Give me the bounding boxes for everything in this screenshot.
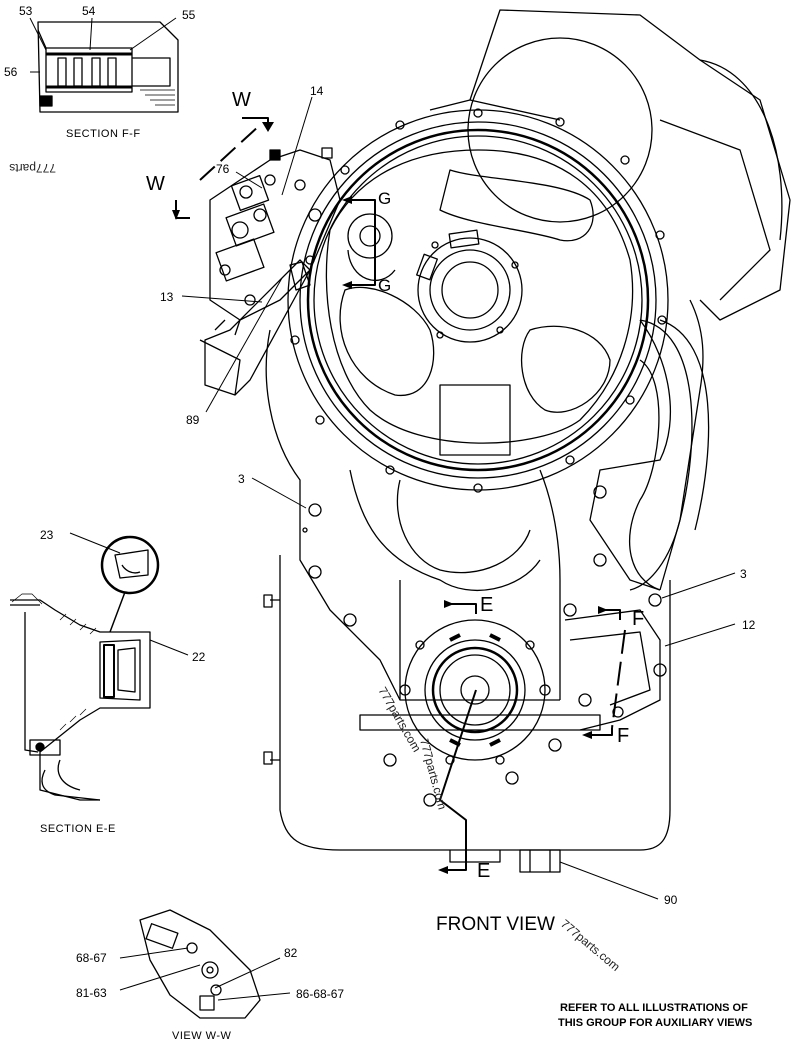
control-valve-group <box>199 147 341 396</box>
caption-section-ee: SECTION E-E <box>40 823 116 835</box>
watermark-bottom: 777parts.com <box>558 917 623 974</box>
callout-3-left: 3 <box>238 472 245 486</box>
watermark-top-left: 777parts <box>9 161 56 175</box>
callout-22: 22 <box>192 650 206 664</box>
callout-3-right: 3 <box>740 567 747 581</box>
callout-14: 14 <box>310 84 324 98</box>
section-letters: W W G G E E F F <box>146 89 644 882</box>
auxiliary-note: REFER TO ALL ILLUSTRATIONS OF THIS GROUP… <box>558 1002 752 1029</box>
caption-section-ff: SECTION F-F <box>66 128 141 140</box>
section-letter-f-top: F <box>632 608 644 630</box>
callout-labels: 53 54 55 56 14 76 13 89 3 3 12 23 22 90 … <box>4 4 756 1001</box>
section-letter-e-top: E <box>480 594 493 616</box>
callout-13: 13 <box>160 290 174 304</box>
section-letter-e-bottom: E <box>477 860 490 882</box>
callout-54: 54 <box>82 4 96 18</box>
watermark-center-2: 777parts.com <box>417 737 449 811</box>
callout-90: 90 <box>664 893 678 907</box>
callout-76: 76 <box>216 162 230 176</box>
captions: SECTION F-F SECTION E-E VIEW W-W FRONT V… <box>40 128 555 1042</box>
section-letter-g-bottom: G <box>378 276 391 295</box>
callout-53: 53 <box>19 4 33 18</box>
caption-view-ww: VIEW W-W <box>172 1030 232 1042</box>
section-letter-f-bottom: F <box>617 725 629 747</box>
section-ee-drawing <box>10 535 160 801</box>
callout-81-63: 81-63 <box>76 986 107 1000</box>
callout-56: 56 <box>4 65 18 79</box>
section-letter-g-top: G <box>378 189 391 208</box>
callout-86-68-67: 86-68-67 <box>296 987 344 1001</box>
callout-55: 55 <box>182 8 196 22</box>
callout-68-67: 68-67 <box>76 951 107 965</box>
callout-82: 82 <box>284 946 298 960</box>
section-letter-w-left: W <box>146 173 165 195</box>
section-ff-drawing <box>37 21 179 113</box>
caption-front-view: FRONT VIEW <box>436 914 555 935</box>
callout-12: 12 <box>742 618 756 632</box>
callout-89: 89 <box>186 413 200 427</box>
transmission-housing <box>263 9 791 873</box>
section-arrow-g <box>342 196 376 289</box>
section-arrow-f <box>582 606 626 739</box>
section-letter-w-top: W <box>232 89 251 111</box>
note-line-2: THIS GROUP FOR AUXILIARY VIEWS <box>558 1017 752 1029</box>
leader-lines <box>29 17 736 1001</box>
section-arrow-w <box>172 117 274 220</box>
callout-23: 23 <box>40 528 54 542</box>
view-ww-drawing <box>139 909 261 1019</box>
note-line-1: REFER TO ALL ILLUSTRATIONS OF <box>560 1002 748 1014</box>
section-arrow-e <box>438 600 477 874</box>
